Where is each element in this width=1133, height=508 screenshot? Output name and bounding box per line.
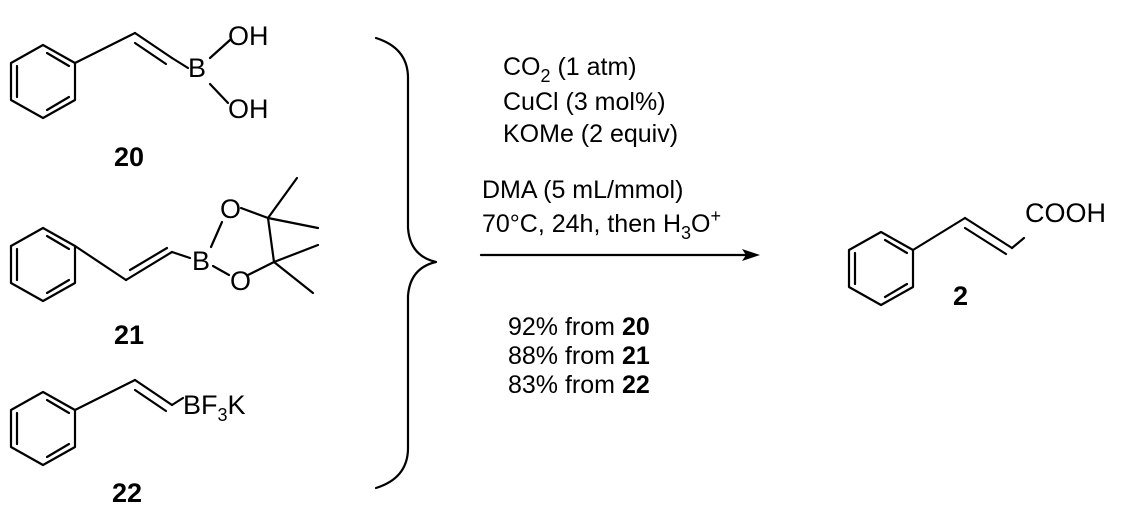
boron-atom: B: [188, 53, 206, 83]
compound-number: 2: [953, 281, 968, 311]
b-bond: [170, 250, 192, 260]
compound-number: 21: [114, 320, 144, 350]
condition-solvent: DMA (5 mL/mmol): [482, 176, 683, 204]
vinyl-bond: [73, 244, 128, 282]
product-2: COOH 2: [847, 198, 1106, 311]
b-bond: [170, 56, 190, 70]
phenyl-ring: [847, 230, 915, 307]
phenyl-ring: [9, 226, 77, 303]
boron-atom: B: [192, 246, 210, 276]
condition-co2: CO2 (1 atm): [503, 53, 637, 86]
yield-line: 88% from 21: [508, 342, 650, 370]
yield-line: 83% from 22: [508, 371, 650, 399]
phenyl-ring: [9, 390, 77, 467]
condition-base: KOMe (2 equiv): [503, 120, 678, 148]
vinyl-double-bond: [124, 250, 174, 282]
grouping-brace: [374, 36, 438, 490]
carboxylic-acid-group: COOH: [1025, 198, 1106, 228]
pinacol-ring: [209, 176, 320, 295]
condition-temperature-time: 70°C, 24h, then H3O+: [482, 206, 721, 243]
phenyl-ring: [9, 43, 77, 120]
oxygen-atom: O: [220, 194, 241, 224]
arrow-head: [742, 249, 760, 261]
vinyl-double-bond: [963, 216, 1014, 250]
compound-number: 22: [112, 478, 142, 508]
hydroxyl-group: OH: [228, 21, 269, 51]
yield-line: 92% from 20: [508, 313, 650, 341]
vinyl-double-bond-inner: [133, 388, 168, 413]
vinyl-double-bond-inner: [128, 246, 169, 272]
vinyl-double-bond-inner: [963, 226, 1008, 256]
vinyl-bond: [911, 216, 967, 252]
compound-20: B OH OH 20: [9, 21, 269, 172]
compound-21: B O O 21: [9, 176, 320, 350]
reaction-conditions: CO2 (1 atm) CuCl (3 mol%) KOMe (2 equiv)…: [479, 53, 760, 399]
hydroxyl-group: OH: [228, 94, 269, 124]
vinyl-double-bond: [133, 31, 174, 60]
b-bond: [170, 396, 185, 407]
acid-bond: [1010, 236, 1026, 250]
vinyl-double-bond: [133, 378, 174, 407]
condition-catalyst: CuCl (3 mol%): [503, 88, 666, 116]
compound-22: BF3K 22: [9, 378, 246, 508]
oxygen-atom: O: [230, 266, 251, 296]
vinyl-double-bond-inner: [133, 41, 168, 66]
trifluoroborate-group: BF3K: [183, 390, 246, 425]
compound-number: 20: [114, 142, 144, 172]
vinyl-bond: [73, 378, 137, 412]
b-oh-bond: [208, 82, 230, 105]
b-oh-bond: [208, 38, 232, 60]
vinyl-bond: [73, 31, 137, 65]
